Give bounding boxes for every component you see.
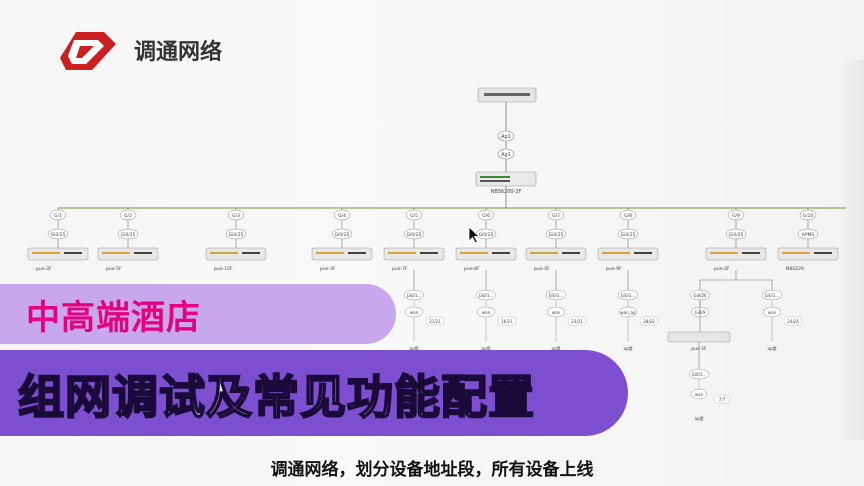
device-label: wan_ap <box>620 310 636 315</box>
link-node <box>725 228 747 240</box>
top-router-device <box>477 87 537 103</box>
link-node <box>403 228 425 240</box>
port-node <box>227 209 245 221</box>
floor-label: ap楼 <box>552 345 561 351</box>
port-label: Gi0/1... <box>549 293 563 298</box>
port-node <box>799 209 817 221</box>
counter-badge <box>783 316 803 326</box>
port-label: G/5 <box>410 213 418 219</box>
core-switch-device <box>475 171 537 187</box>
switch-label: pue-10F <box>214 266 233 272</box>
link-label: Gi0/25 <box>121 232 136 238</box>
switch-label: pue-2F <box>714 266 730 272</box>
counter-badge <box>425 316 445 326</box>
counter-label: 23/21 <box>571 319 583 324</box>
logo-icon <box>60 32 116 70</box>
link-node <box>117 228 139 240</box>
floor-label: ap楼 <box>624 345 633 351</box>
counter-label: 16/21 <box>501 319 513 324</box>
port-node <box>333 209 351 221</box>
link-node <box>617 228 639 240</box>
page-title: 调通网络 <box>134 40 223 65</box>
counter-label: 24/24 <box>787 319 799 324</box>
port-label: G/1 <box>54 213 62 219</box>
link-label: Gi0/25 <box>335 232 350 238</box>
link-label: Gi0/25 <box>621 232 636 238</box>
switch-label: pue-3F <box>36 266 52 272</box>
uplink-label: Ag1 <box>501 152 511 158</box>
switch-label: pue-9F <box>606 266 622 272</box>
title-banner <box>0 350 628 436</box>
link-label: Gi0/25 <box>549 232 564 238</box>
floor-label: ap楼 <box>768 345 777 351</box>
link-node <box>331 228 353 240</box>
counter-label: 28/22 <box>643 319 655 324</box>
network-topology-diagram: Ag1 Ag1 NBS6200-2F G/1Gi0/25pue-3FG/2Gi0… <box>27 87 846 421</box>
counter-badge <box>639 316 659 326</box>
link-label: Gi0/25 <box>479 232 494 238</box>
floor-label: ap楼 <box>482 345 491 351</box>
port-node <box>619 209 637 221</box>
link-label: Gi0/25 <box>229 232 244 238</box>
device-label: wan <box>695 392 704 397</box>
link-node <box>545 228 567 240</box>
port-label: Gi0/1... <box>692 372 706 377</box>
floor-label: ap楼 <box>695 415 704 421</box>
link-node <box>797 228 819 240</box>
port-label: Gi0/1... <box>479 293 493 298</box>
device-label: wan <box>768 310 777 315</box>
switch-label: pue-4F <box>534 266 550 272</box>
port-node <box>727 209 745 221</box>
switch-label: pue-5F <box>106 266 122 272</box>
frame-edge <box>840 60 864 440</box>
uplink-label: Ag1 <box>501 134 511 140</box>
link-node <box>225 228 247 240</box>
port-label: Gi0/1... <box>407 293 421 298</box>
access-switch-device <box>667 331 731 343</box>
switch-label: NBS226 <box>786 266 804 272</box>
switch-label: pue-3F <box>320 266 336 272</box>
uplink-node <box>497 130 515 142</box>
caption-subtitle: 调通网络，划分设备地址段，所有设备上线 <box>270 460 594 480</box>
link-label: APMS <box>802 232 815 238</box>
subtitle-banner <box>0 284 396 344</box>
uplink-node <box>497 148 515 160</box>
port-node <box>49 209 67 221</box>
port-label: Gi0/26 <box>693 293 707 298</box>
device-label: wan <box>410 310 419 315</box>
port-node <box>405 209 423 221</box>
banner-line-1: 中高端酒店 <box>26 298 201 338</box>
port-label: Gi0/1... <box>621 293 635 298</box>
link-label: Gi0/25 <box>407 232 422 238</box>
port-label: G/9 <box>732 213 740 219</box>
device-label: wan <box>482 310 491 315</box>
link-node <box>47 228 69 240</box>
port-node <box>547 209 565 221</box>
port-node <box>119 209 137 221</box>
link-label: Gi0/25 <box>51 232 66 238</box>
counter-badge <box>497 316 517 326</box>
counter-label: 7/7 <box>719 397 726 402</box>
port-label: Gi0/1... <box>765 293 779 298</box>
device-label: wan <box>552 310 561 315</box>
port-label: G/4 <box>338 213 346 219</box>
port-label: G/2 <box>124 213 132 219</box>
port-label: G/6 <box>482 213 490 219</box>
switch-label: pue-7F <box>392 266 408 272</box>
mouse-cursor-icon <box>468 226 481 244</box>
port-label: G/3 <box>232 213 240 219</box>
link-label: Gi0/25 <box>729 232 744 238</box>
counter-badge <box>567 316 587 326</box>
port-node <box>477 209 495 221</box>
banner-line-2: 组网调试及常见功能配置 <box>17 369 535 425</box>
floor-label: ap楼 <box>410 345 419 351</box>
port-label: G/8 <box>624 213 632 219</box>
port-label: G/7 <box>552 213 560 219</box>
switch-label: pue-8F <box>464 266 480 272</box>
counter-label: 21/21 <box>429 319 441 324</box>
port-label: G/10 <box>803 213 814 219</box>
